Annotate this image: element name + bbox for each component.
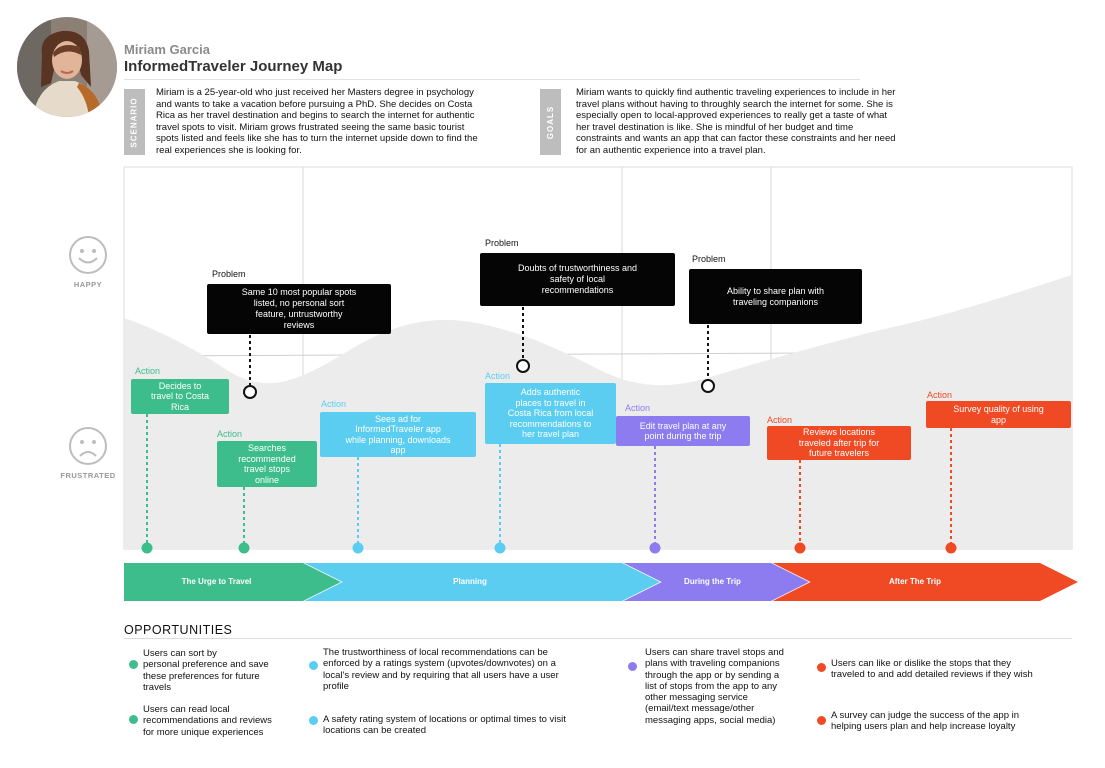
opportunities-divider [124, 638, 1072, 639]
opportunity-item-3: The trustworthiness of local recommendat… [323, 647, 559, 692]
persona-avatar [17, 17, 117, 117]
opportunity-bullet-1 [129, 660, 138, 669]
phase-label-after: After The Trip [888, 577, 941, 586]
phase-label-during: During the Trip [684, 577, 741, 586]
scenario-tab: SCENARIO [124, 89, 145, 155]
action-dot-3 [352, 542, 364, 554]
happy-label: HAPPY [73, 280, 103, 289]
action-dot-4 [494, 542, 506, 554]
action-label-1: Action [135, 366, 161, 376]
opportunity-bullet-6 [817, 663, 826, 672]
sad-face-icon [68, 426, 108, 466]
action-label-2: Action [217, 429, 243, 439]
action-label-6: Action [767, 415, 793, 425]
header-divider [124, 79, 860, 80]
problem-marker-1 [243, 385, 257, 399]
goals-text: Miriam wants to quickly find authentic t… [576, 87, 896, 156]
goals-tab: GOALS [540, 89, 561, 155]
action-label-3: Action [321, 399, 347, 409]
opportunity-bullet-4 [309, 716, 318, 725]
problem-card-1: Same 10 most popular spots listed, no pe… [207, 284, 391, 334]
problem-card-3: Ability to share plan with traveling com… [689, 269, 862, 324]
opportunity-bullet-7 [817, 716, 826, 725]
scenario-text: Miriam is a 25-year-old who just receive… [156, 87, 478, 156]
phase-arrow-2 [303, 563, 660, 601]
phase-arrow-1 [124, 563, 341, 601]
opportunity-item-6: Users can like or dislike the stops that… [831, 658, 1033, 681]
action-dot-6 [794, 542, 806, 554]
happy-face-icon [68, 235, 108, 275]
phase-label-planning: Planning [453, 577, 487, 586]
phase-arrow-4 [771, 563, 1078, 601]
map-title: InformedTraveler Journey Map [124, 58, 343, 75]
opportunity-bullet-3 [309, 661, 318, 670]
action-dot-1 [141, 542, 153, 554]
opportunity-bullet-2 [129, 715, 138, 724]
problem-marker-2 [516, 359, 530, 373]
problem-label-2: Problem [485, 238, 519, 248]
problem-label-1: Problem [212, 269, 246, 279]
action-label-5: Action [625, 403, 651, 413]
action-dot-2 [238, 542, 250, 554]
problem-marker-3 [701, 379, 715, 393]
connector-layer [141, 307, 957, 554]
opportunity-bullet-5 [628, 662, 637, 671]
problem-label-3: Problem [692, 254, 726, 264]
action-dot-7 [945, 542, 957, 554]
persona-name: Miriam Garcia [124, 42, 210, 57]
opportunity-item-7: A survey can judge the success of the ap… [831, 710, 1020, 733]
action-label-4: Action [485, 371, 511, 381]
frustrated-label: FRUSTRATED [60, 471, 116, 480]
opportunities-heading: OPPORTUNITIES [124, 623, 233, 637]
action-dot-5 [649, 542, 661, 554]
opportunity-item-4: A safety rating system of locations or o… [323, 714, 566, 737]
problem-card-2: Doubts of trustworthiness and safety of … [480, 253, 675, 306]
action-label-7: Action [927, 390, 953, 400]
phase-bar [124, 562, 1078, 602]
phase-arrow-3 [622, 563, 809, 601]
phase-label-urge: The Urge to Travel [181, 577, 252, 586]
